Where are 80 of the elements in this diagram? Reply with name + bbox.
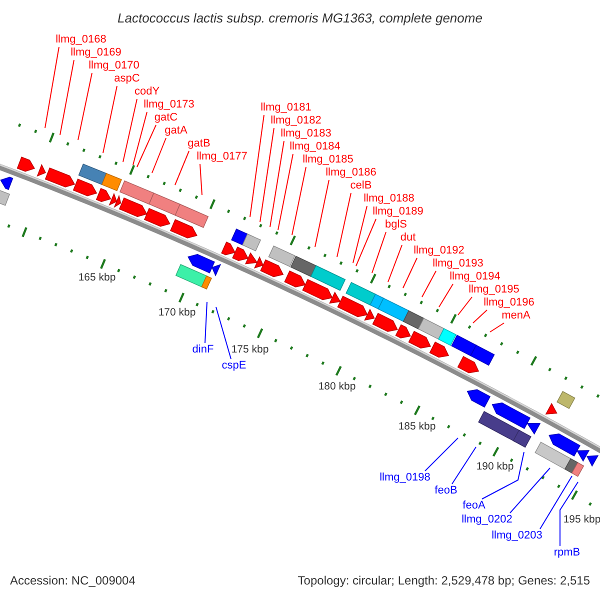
leader-line xyxy=(260,128,274,222)
leader-line xyxy=(438,284,454,308)
leader-line xyxy=(200,164,202,196)
leader-line xyxy=(102,86,118,154)
leader-line xyxy=(152,138,166,174)
title: Lactococcus lactis subsp. cremoris MG1363, complete genome xyxy=(118,12,482,24)
leader-line xyxy=(204,302,208,344)
leader-line xyxy=(314,180,330,248)
leader-line xyxy=(336,192,352,258)
gene-label: llmg_0192 xyxy=(414,244,464,258)
leader-line xyxy=(490,322,504,332)
gene-label: rpmB xyxy=(554,546,580,560)
gene-label: llmg_0188 xyxy=(364,192,414,206)
scale-label: 175 kbp xyxy=(231,344,269,356)
leader-line xyxy=(270,140,284,228)
gene-label: aspC xyxy=(114,72,140,86)
leader-line xyxy=(422,270,436,298)
leader-line xyxy=(452,446,476,484)
gene-label: dinF xyxy=(192,344,214,356)
gene-label: llmg_0194 xyxy=(450,270,500,284)
leader-line xyxy=(560,482,578,546)
gene-label: bglS xyxy=(384,218,408,232)
gene-label: llmg_0193 xyxy=(432,258,484,270)
gene-label: feoA xyxy=(462,500,486,512)
gene-label: llmg_0182 xyxy=(270,114,322,128)
leader-line xyxy=(482,452,524,500)
gene-label: codY xyxy=(134,86,160,98)
gene-label: llmg_0181 xyxy=(260,102,312,114)
genome-summary-text: Topology: circular; Length: 2,529,478 bp; Genes: 2,515 xyxy=(298,574,590,588)
leader-line xyxy=(250,114,264,218)
gene-label: llmg_0170 xyxy=(88,60,140,72)
gene-label: llmg_0168 xyxy=(56,34,106,46)
gene-label: llmg_0198 xyxy=(380,472,430,484)
leader-line xyxy=(472,310,488,324)
gene-label: llmg_0202 xyxy=(462,514,512,526)
gene-label: menA xyxy=(502,310,530,322)
leader-line xyxy=(424,438,458,472)
leader-line xyxy=(132,112,148,166)
gene-label: llmg_0183 xyxy=(280,128,332,140)
gene-label: celB xyxy=(350,180,372,192)
leader-line xyxy=(44,46,60,128)
scale-label: 195 kbp xyxy=(563,514,600,526)
leader-line xyxy=(372,232,386,274)
gene-label: llmg_0195 xyxy=(468,284,520,296)
leader-line xyxy=(292,166,306,236)
gene-label: llmg_0169 xyxy=(70,46,122,60)
leader-line xyxy=(78,72,92,140)
gene-label: gatA xyxy=(164,124,188,138)
leader-line xyxy=(136,124,156,168)
gene-label: llmg_0173 xyxy=(144,98,194,112)
leader-line xyxy=(402,258,418,288)
gene-label: llmg_0203 xyxy=(492,530,542,542)
leader-line xyxy=(278,154,294,230)
scale-label: 170 kbp xyxy=(158,306,196,320)
leader-line xyxy=(60,60,74,136)
gene-label: dut xyxy=(400,232,416,244)
gene-label: llmg_0177 xyxy=(196,150,248,164)
leader-line xyxy=(458,296,472,316)
accession-text: Accession: NC_009004 xyxy=(10,574,136,588)
leader-line xyxy=(352,206,368,264)
gene-label: gatC xyxy=(154,112,178,124)
scale-label: 165 kbp xyxy=(78,272,116,284)
gene-label: gatB xyxy=(188,138,210,150)
gene-label: llmg_0186 xyxy=(326,166,376,180)
leader-line xyxy=(540,476,572,530)
gene-label: cspE xyxy=(222,360,246,372)
leader-line xyxy=(216,306,232,360)
leader-line xyxy=(356,218,376,266)
gene-label: llmg_0196 xyxy=(484,296,534,310)
leader-line xyxy=(174,150,190,186)
leader-line xyxy=(388,244,402,282)
leader-line xyxy=(510,468,550,514)
scale-label: 190 kbp xyxy=(476,460,514,474)
gene-label: feoB xyxy=(434,484,458,498)
scale-label: 185 kbp xyxy=(398,420,436,434)
gene-label: llmg_0185 xyxy=(302,154,354,166)
leader-line xyxy=(122,98,138,162)
gene-label: llmg_0184 xyxy=(290,140,340,154)
gene-label: llmg_0189 xyxy=(372,206,424,218)
scale-label: 180 kbp xyxy=(318,380,356,394)
